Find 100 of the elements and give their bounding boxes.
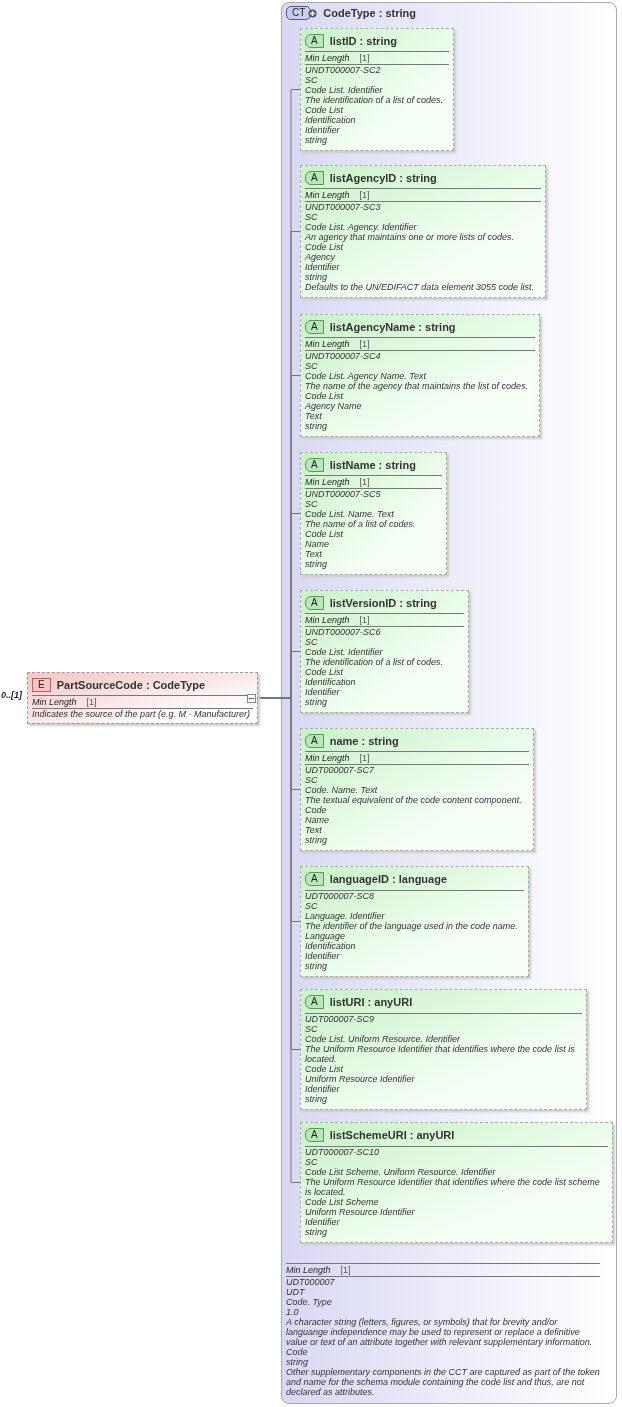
annotation-text: SC [305,775,319,785]
annotation-text: string [305,697,328,707]
annotation-text: UDT000007-SC8 [305,891,376,901]
complex-type-panel [281,2,617,1404]
annotation-text: The name of the agency that maintains the list of codes. [305,381,530,391]
annotation-text: string [305,961,328,971]
annotation-text: Code List. Name. Text [305,509,395,519]
annotation-text: Text [305,411,323,421]
annotation-text: UNDT000007-SC5 [305,489,382,499]
annotation-text: string [305,421,328,431]
facet-value: [1] [359,615,370,625]
kind-badge: A [305,458,324,472]
annotation-text: The Uniform Resource Identifier that identifies where the code list is located. [305,1044,576,1064]
kind-badge: CT [286,6,312,20]
annotation-text: Code [305,805,328,815]
annotation-text: Language. Identifier [305,911,386,921]
annotation-text: string [305,1227,328,1237]
facet-value: [1] [359,477,370,487]
kind-badge: A [305,734,324,748]
annotation-text: Code. Type [286,1297,333,1307]
kind-badge: A [305,34,324,48]
facet-name: Min Length [286,1265,331,1275]
kind-badge: A [305,320,324,334]
attribute-box [300,452,447,575]
attribute-box [300,989,587,1110]
annotation-text: Name [305,815,330,825]
annotation-text: Identifier [305,1084,341,1094]
node-title: CodeType : string [323,7,417,19]
annotation-text: UDT [286,1287,306,1297]
annotation-text: Code List [305,105,345,115]
annotation-text: Code List. Identifier [305,85,384,95]
annotation-text: Agency [305,252,337,262]
facet-value: [1] [86,697,97,707]
annotation-text: UDT000007-SC7 [305,765,376,775]
annotation-text: SC [305,499,319,509]
annotation-text: UNDT000007-SC6 [305,627,382,637]
annotation-text: string [286,1357,309,1367]
facet-value: [1] [359,339,370,349]
facet-name: Min Length [305,190,350,200]
facet-name: Min Length [305,615,350,625]
annotation-text: SC [305,637,319,647]
facet-name: Min Length [305,339,350,349]
annotation-text: string [305,1094,328,1104]
facet-value: [1] [359,53,370,63]
node-title: PartSourceCode : CodeType [56,679,205,691]
facet-name: Min Length [305,477,350,487]
annotation-text: Identifier [305,1217,341,1227]
annotation-text: Defaults to the UN/EDIFACT data element 3055 code list. [305,282,535,292]
annotation-text: Code List [305,391,345,401]
facet-value: [1] [340,1265,351,1275]
node-title: listID : string [329,35,397,47]
node-title: listSchemeURI : anyURI [329,1129,455,1141]
annotation-text: Indicates the source of the part (e.g. M - Manufacturer) [32,709,252,719]
facet-name: Min Length [32,697,77,707]
facet-value: [1] [359,753,370,763]
annotation-text: Identification [305,115,357,125]
annotation-text: UDT000007-SC10 [305,1147,381,1157]
node-title: listURI : anyURI [329,996,413,1008]
annotation-text: Language [305,931,347,941]
annotation-text: An agency that maintains one or more lists of codes. [305,232,516,242]
annotation-text: The textual equivalent of the code content component. [305,795,523,805]
annotation-text: Code List [305,667,345,677]
attribute-box [300,28,454,151]
annotation-text: Text [305,825,323,835]
annotation-text: The name of a list of codes. [305,519,417,529]
attribute-box [300,590,469,713]
annotation-text: Identification [305,941,357,951]
kind-badge: A [305,1128,324,1142]
attribute-box [300,866,529,977]
annotation-text: SC [305,1157,319,1167]
annotation-text: Other supplementary components in the CCT are captured as part of the token and name for the schema module containing the code list and thus, are not declared as attributes. [286,1367,600,1397]
annotation-text: The identifier of the language used in the code name. [305,921,519,931]
node-title: name : string [329,735,399,747]
annotation-text: UNDT000007-SC2 [305,65,382,75]
node-title: listName : string [329,459,416,471]
annotation-text: UNDT000007-SC3 [305,202,382,212]
annotation-text: SC [305,212,319,222]
attribute-box [300,728,534,851]
annotation-text: SC [305,361,319,371]
annotation-text: The identification of a list of codes. [305,95,445,105]
annotation-text: Code List. Agency Name. Text [305,371,427,381]
facet-name: Min Length [305,753,350,763]
annotation-text: SC [305,75,319,85]
annotation-text: Identifier [305,262,341,272]
annotation-text: Agency Name [305,401,363,411]
attribute-box [300,165,546,298]
annotation-text: string [305,135,328,145]
annotation-text: Code List. Uniform Resource. Identifier [305,1034,462,1044]
annotation-text: 1.0 [286,1307,300,1317]
annotation-text: string [305,559,328,569]
kind-badge: A [305,171,324,185]
attribute-box [300,314,540,437]
annotation-text: Code List [305,1064,345,1074]
annotation-text: Text [305,549,323,559]
annotation-text: Code List Scheme. Uniform Resource. Identifier [305,1167,497,1177]
element-box [27,672,258,724]
annotation-text: Code List. Agency. Identifier [305,222,418,232]
facet-name: Min Length [305,53,350,63]
annotation-text: A character string (letters, figures, or symbols) that for brevity and/or languange independence may be used to represent or replace a definitive value or text of an attribute together with relevant supplementary information. [286,1317,594,1347]
kind-badge: E [32,678,51,692]
